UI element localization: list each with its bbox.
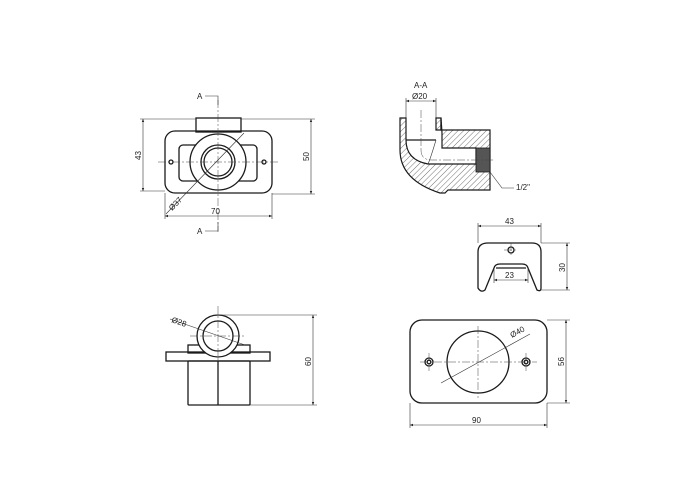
dim-90: 90	[472, 416, 481, 425]
section-title: A-A	[414, 81, 428, 90]
dim-d20: Ø20	[412, 92, 428, 101]
dim-30: 30	[558, 263, 567, 272]
dim-50: 50	[302, 152, 311, 161]
section-mark-bottom: A	[197, 227, 203, 236]
side-view: Ø28 60	[165, 306, 317, 406]
dim-43: 43	[134, 151, 143, 160]
thread-label: 1/2"	[516, 183, 530, 192]
section-mark-top: A	[197, 92, 203, 101]
plate-view: Ø40 90 56	[409, 319, 570, 428]
dim-56: 56	[557, 357, 566, 366]
section-view: A-A Ø20 1/2"	[399, 81, 530, 194]
dim-d28: Ø28	[170, 315, 188, 329]
dim-43-clip: 43	[505, 217, 514, 226]
dim-70: 70	[211, 207, 220, 216]
dim-60: 60	[304, 357, 313, 366]
clip-view: 43 30 23	[477, 217, 570, 292]
dim-23: 23	[505, 271, 514, 280]
front-view: A A 43 50 70 Ø37	[134, 92, 315, 236]
